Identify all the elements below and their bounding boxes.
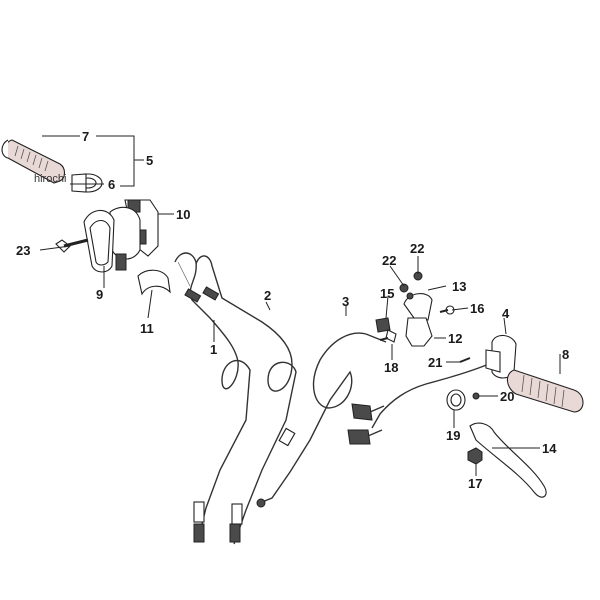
callout-5: 5 (146, 153, 153, 168)
callout-8: 8 (562, 347, 569, 362)
throttle-cable-1 (174, 252, 251, 543)
callout-4: 4 (502, 306, 510, 321)
leader-lines (39, 135, 561, 476)
adjuster-ring (446, 389, 466, 411)
callout-20: 20 (500, 389, 514, 404)
left-grip (1, 139, 66, 184)
callout-23: 23 (16, 243, 30, 258)
clamp-pad (137, 269, 171, 296)
right-grip (506, 369, 584, 413)
callout-14: 14 (542, 441, 557, 456)
grip-collar (71, 173, 103, 193)
pin-21 (459, 357, 471, 363)
callout-22b: 22 (410, 241, 424, 256)
lever-guard (83, 209, 115, 273)
callout-22a: 22 (382, 253, 396, 268)
screw-22a (399, 283, 409, 293)
brake-lever (469, 422, 547, 498)
callout-19: 19 (446, 428, 460, 443)
callout-1: 1 (210, 342, 217, 357)
nut-17 (467, 447, 483, 465)
callout-17: 17 (468, 476, 482, 491)
screw-16 (439, 305, 455, 315)
callout-7: 7 (82, 129, 89, 144)
callout-9: 9 (96, 287, 103, 302)
callout-11: 11 (140, 321, 154, 336)
callout-2: 2 (264, 288, 271, 303)
callout-10: 10 (176, 207, 190, 222)
lever-bracket (109, 199, 159, 271)
callout-6: 6 (108, 177, 115, 192)
cable-3 (256, 332, 387, 508)
watermark-text: hirochi (34, 173, 66, 185)
bolt-23 (55, 238, 89, 253)
throttle-cable-2 (195, 255, 297, 545)
master-cylinder-bracket (403, 292, 433, 347)
callout-18: 18 (384, 360, 398, 375)
callout-16: 16 (470, 301, 484, 316)
callout-21: 21 (428, 355, 442, 370)
switch-wiring (347, 361, 495, 445)
callout-15: 15 (380, 286, 394, 301)
screw-18 (379, 329, 397, 343)
callout-12: 12 (448, 331, 462, 346)
screw-15 (375, 317, 391, 333)
callout-13: 13 (452, 279, 466, 294)
callout-3: 3 (342, 294, 349, 309)
